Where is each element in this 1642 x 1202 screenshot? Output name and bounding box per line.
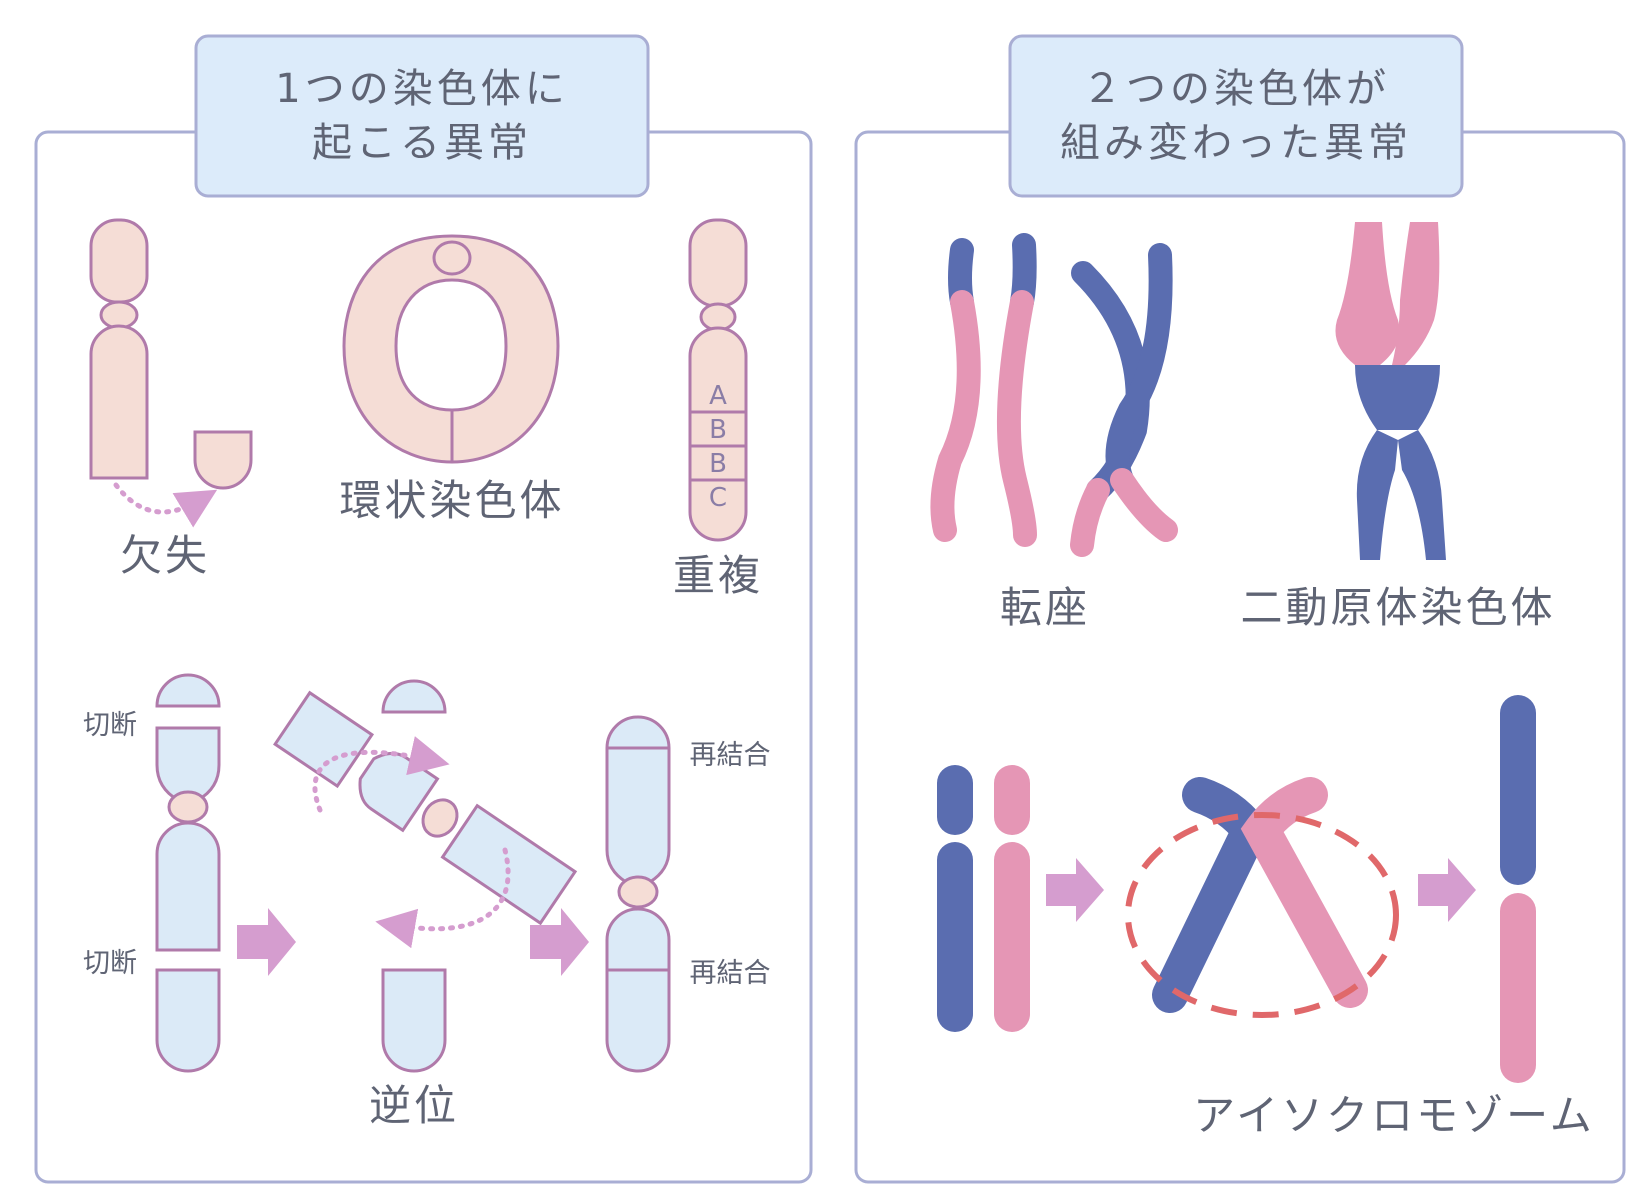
isochromosome-blue-chromosome xyxy=(937,765,973,1032)
right-panel-title-line1: ２つの染色体が xyxy=(1082,66,1390,112)
inversion-original-chromosome xyxy=(155,673,221,1073)
deletion-arrow xyxy=(113,482,218,528)
inversion-rejoined-chromosome xyxy=(605,715,671,1073)
isochromosome-result-blue-arm xyxy=(1500,695,1536,885)
label-dicentric: 二動原体染色体 xyxy=(1240,583,1555,632)
arrow-right-2 xyxy=(530,908,589,976)
label-break-bottom: 切断 xyxy=(83,948,137,979)
band-label-c: C xyxy=(709,483,727,513)
band-label-b1: B xyxy=(709,415,727,445)
isochromosome-crossing xyxy=(1152,777,1368,1013)
label-translocation: 転座 xyxy=(1000,583,1090,632)
deletion-chromosome xyxy=(89,218,149,480)
rotation-arrow-bottom xyxy=(375,847,511,949)
ring-chromosome xyxy=(342,234,560,464)
label-ring-chromosome: 環状染色体 xyxy=(339,476,564,525)
left-panel-title-box xyxy=(194,34,650,198)
deleted-fragment xyxy=(193,430,253,490)
translocation-chromosome-1 xyxy=(930,233,1037,547)
left-panel-title-line1: 1つの染色体に xyxy=(275,66,568,112)
arrow-right-1 xyxy=(237,908,296,976)
label-break-top: 切断 xyxy=(83,710,137,741)
left-panel-title-line2: 起こる異常 xyxy=(312,120,532,166)
label-inversion: 逆位 xyxy=(369,1081,459,1130)
duplication-chromosome xyxy=(688,218,748,542)
right-panel-title-line2: 組み変わった異常 xyxy=(1060,120,1412,166)
translocation-chromosome-2 xyxy=(1070,243,1178,557)
label-rejoin-top: 再結合 xyxy=(690,740,771,771)
rotation-arrow-top xyxy=(312,736,450,813)
label-isochromosome: アイソクロモゾーム xyxy=(1193,1091,1595,1140)
label-duplication: 重複 xyxy=(673,551,763,600)
dicentric-chromosome xyxy=(1335,222,1446,560)
band-label-a: A xyxy=(709,381,727,411)
band-label-b2: B xyxy=(709,449,727,479)
label-rejoin-bottom: 再結合 xyxy=(690,958,771,989)
arrow-right-4 xyxy=(1418,858,1476,922)
label-deletion: 欠失 xyxy=(120,531,210,580)
isochromosome-result-pink-arm xyxy=(1500,893,1536,1083)
arrow-right-3 xyxy=(1046,858,1104,922)
inversion-detached-top-cap xyxy=(381,679,447,714)
right-panel-title-box xyxy=(1008,34,1464,198)
isochromosome-dashed-ellipse xyxy=(1125,812,1399,1018)
inversion-detached-bottom xyxy=(381,968,447,1073)
isochromosome-pink-chromosome xyxy=(994,765,1030,1032)
